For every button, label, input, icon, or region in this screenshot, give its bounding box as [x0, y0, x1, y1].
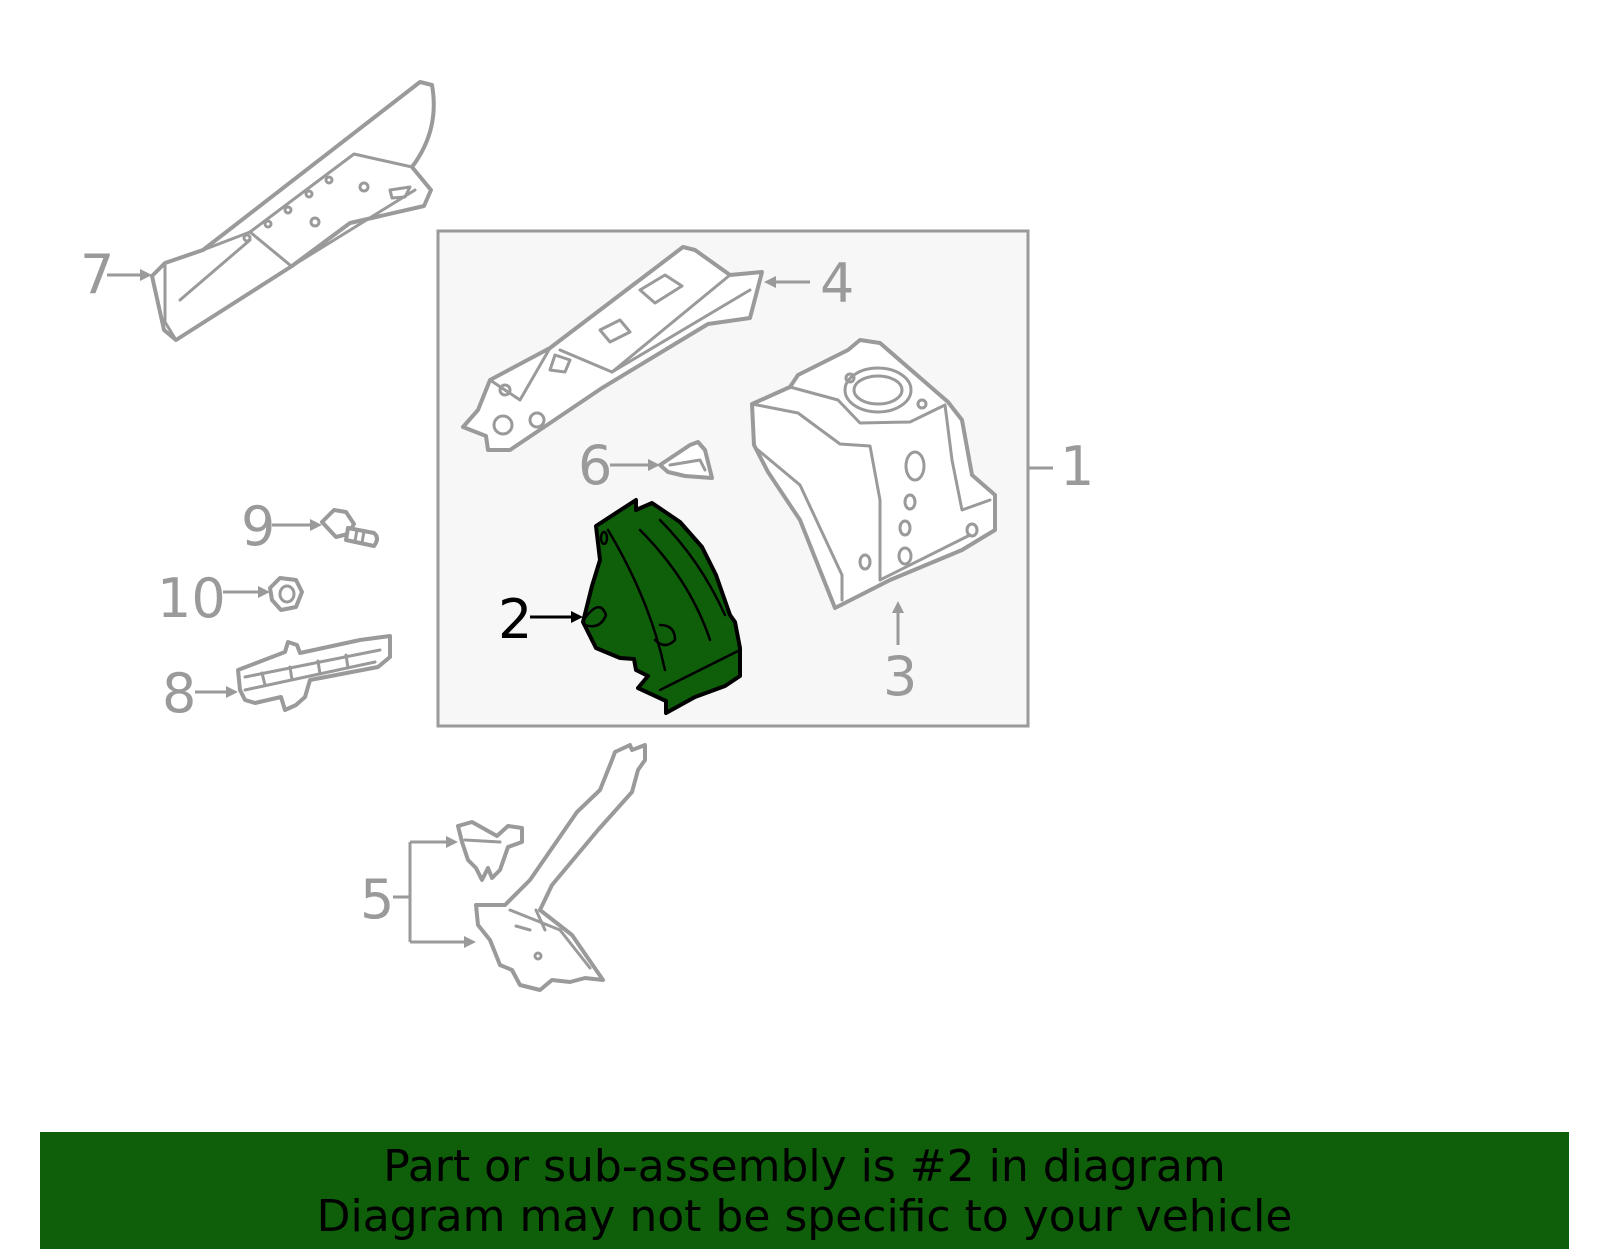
svg-text:9: 9: [241, 495, 275, 558]
svg-text:6: 6: [578, 434, 612, 497]
callout-10: 10: [157, 567, 270, 630]
part-4-rail[interactable]: [461, 245, 764, 452]
svg-text:1: 1: [1060, 435, 1094, 498]
callout-7: 7: [80, 243, 152, 306]
callout-1: 1: [1028, 435, 1094, 498]
svg-text:3: 3: [883, 645, 917, 708]
part-5-brackets[interactable]: [456, 743, 647, 992]
callout-3: 3: [883, 601, 917, 708]
parts-diagram: 7 4 6 1 9 10 2 3 8 5: [80, 80, 1094, 992]
callout-5: 5: [360, 836, 476, 948]
svg-text:10: 10: [157, 567, 226, 630]
svg-text:4: 4: [820, 252, 854, 315]
part-2-panel-highlighted[interactable]: [581, 498, 742, 715]
banner-line-1: Part or sub-assembly is #2 in diagram: [383, 1141, 1226, 1192]
banner-line-2: Diagram may not be specific to your vehi…: [316, 1191, 1293, 1242]
callout-2: 2: [498, 588, 583, 651]
part-10-nut[interactable]: [268, 576, 304, 612]
svg-text:8: 8: [162, 662, 196, 725]
callout-9: 9: [241, 495, 322, 558]
part-7-rail[interactable]: [150, 80, 436, 342]
svg-text:2: 2: [498, 588, 532, 651]
part-3-apron[interactable]: [750, 338, 997, 610]
svg-text:5: 5: [360, 868, 394, 931]
info-banner: Part or sub-assembly is #2 in diagram Di…: [40, 1132, 1569, 1249]
callout-6: 6: [578, 434, 660, 497]
callout-8: 8: [162, 662, 238, 725]
part-6-bracket[interactable]: [658, 440, 714, 480]
part-9-bolt[interactable]: [320, 508, 379, 548]
callout-4: 4: [764, 252, 854, 315]
part-8-bracket[interactable]: [236, 634, 392, 712]
